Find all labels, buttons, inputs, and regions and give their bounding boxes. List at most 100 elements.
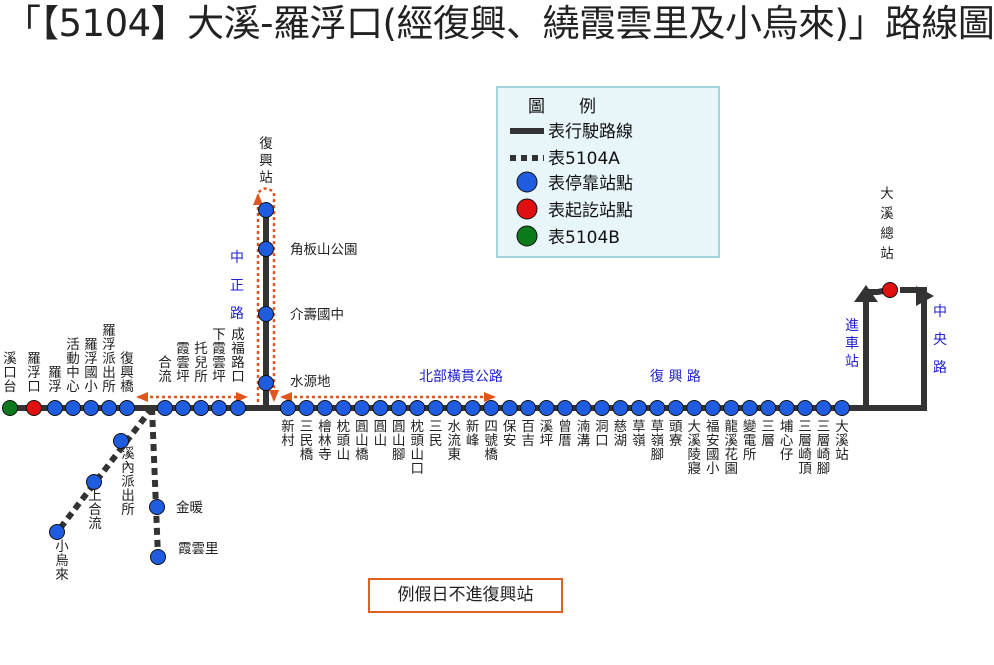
stop-dot [483, 400, 500, 416]
stop-label: 湳溝 [577, 419, 591, 449]
dotted-a-west-arrow-left [136, 392, 148, 402]
terminal-daxi-label: 大溪總站 [880, 186, 894, 262]
stop-dot [258, 241, 274, 257]
stop-label: 霞雲里 [178, 541, 219, 557]
legend-label-dotted: 表5104A [548, 149, 620, 169]
stop-dot [47, 400, 63, 416]
stop-label: 福安國小 [706, 419, 720, 477]
stop-dot [557, 400, 573, 416]
stop-dot [86, 474, 102, 490]
stop-label: 洞口 [595, 419, 609, 449]
stop-dot [83, 400, 99, 416]
stop-dot [446, 400, 463, 416]
stop-label: 埔心仔 [780, 419, 794, 463]
stop-label: 三民 [429, 419, 443, 449]
stop-label: 角板山公園 [290, 242, 358, 258]
stop-dot [353, 400, 370, 416]
stop-dot [113, 433, 129, 449]
road-jinche: 進車站 [845, 318, 859, 370]
stop-label: 百吉 [521, 419, 535, 449]
stop-dot [815, 400, 832, 416]
stop-dot [667, 400, 684, 416]
stop-dot [149, 499, 165, 515]
branch-xiaowulai-line [52, 406, 155, 537]
stop-dot [797, 400, 814, 416]
stop-dot [175, 400, 191, 416]
stop-label: 四號橋 [484, 419, 498, 463]
road-zhongzheng: 中正路 [230, 250, 244, 322]
dotted-a-arrow-up [253, 193, 263, 205]
legend-blue-dot [516, 171, 538, 193]
stop-label: 三層崎頂 [798, 419, 812, 477]
legend-label-solid: 表行駛路線 [548, 122, 633, 142]
stop-label: 三民橋 [300, 419, 314, 463]
stop-label: 托兒所 [194, 341, 208, 385]
stop-label: 羅浮口 [27, 351, 41, 395]
stop-dot [575, 400, 592, 416]
stop-label: 枕頭山 [337, 419, 351, 463]
stop-label: 變電所 [743, 419, 757, 463]
legend-label-blue: 表停靠站點 [548, 174, 633, 194]
stop-dot [258, 202, 274, 218]
stop-label: 水流東 [447, 419, 461, 463]
stop-label: 草嶺腳 [651, 419, 665, 463]
stop-dot [741, 400, 758, 416]
stop-label: 圓山 [374, 419, 388, 449]
route-map: 圖 例 表行駛路線 表5104A 表停靠站點 表起訖站點 表5104B [2, 86, 947, 583]
stop-dot [704, 400, 721, 416]
stop-label: 合流 [158, 355, 172, 385]
stop-dot [723, 400, 740, 416]
stop-dot [630, 400, 647, 416]
stop-label: 復興橋 [120, 350, 134, 395]
road-zhongyang-text: 中央路 [933, 304, 947, 376]
stop-label: 龍溪花園 [724, 418, 738, 477]
stop-label: 慈湖 [614, 419, 628, 449]
stop-label: 草嶺 [632, 419, 646, 449]
stop-label: 保安 [503, 419, 517, 449]
stop-dot [211, 400, 227, 416]
dotted-a-west-arrow-right [236, 392, 248, 402]
stop-labels: 新村三民橋檜林寺枕頭山圓山橋圓山圓山腳枕頭山口三民水流東新峰四號橋保安百吉溪坪曾… [3, 135, 849, 583]
stop-label: 三層崎腳 [817, 419, 831, 477]
legend-label-red: 表起訖站點 [548, 201, 633, 221]
stop-label: 溪內派出所 [121, 446, 135, 518]
loop-down-line [868, 287, 927, 411]
road-labels: 中正路 北部橫貫公路 復 興 路 進車站 中央路 [230, 250, 947, 385]
stop-label: 大溪站 [835, 419, 849, 463]
stop-label: 圓山腳 [392, 419, 406, 463]
stop-dot [258, 375, 274, 391]
stop-label: 下霞雲坪 [212, 327, 226, 385]
stop-dot [538, 400, 555, 416]
stop-dot [501, 400, 518, 416]
road-zhongzheng-text: 中正路 [230, 250, 244, 322]
stop-label: 金暖 [176, 500, 203, 516]
stop-label: 新村 [281, 419, 295, 449]
stop-dot [372, 400, 389, 416]
stop-label: 枕頭山口 [411, 419, 425, 477]
stop-label: 介壽國中 [290, 307, 344, 323]
stop-dot [316, 400, 333, 416]
stop-label: 曾厝 [558, 419, 572, 449]
terminal-daxi-dot [882, 282, 898, 298]
legend-green-dot [516, 225, 538, 247]
stop-dot [686, 400, 703, 416]
stop-label: 羅浮國小 [84, 337, 98, 395]
stop-dot [298, 400, 315, 416]
stop-dot [612, 400, 629, 416]
stop-dot [390, 400, 407, 416]
stop-label-fuxing-station: 復興站 [259, 135, 273, 186]
stop-dot [49, 524, 65, 540]
dotted-a-east-arrow-right [484, 392, 496, 402]
road-fuxing: 復 興 路 [650, 368, 701, 385]
page-title: 「【5104】大溪-羅浮口(經復興、繞霞雲里及小烏來)」路線圖 [4, 2, 994, 45]
stop-dot [464, 400, 481, 416]
legend-header: 圖 例 [528, 97, 596, 117]
stop-label: 小烏來 [55, 539, 69, 583]
stop-dot [335, 400, 352, 416]
dotted-a-arrow-down [269, 390, 279, 402]
branch-xiayunli-line [149, 407, 161, 558]
stop-dot [258, 306, 274, 322]
legend-red-dot [516, 198, 538, 220]
dotted-a-east-arrow-left [280, 392, 292, 402]
stop-label: 三層 [761, 419, 775, 449]
